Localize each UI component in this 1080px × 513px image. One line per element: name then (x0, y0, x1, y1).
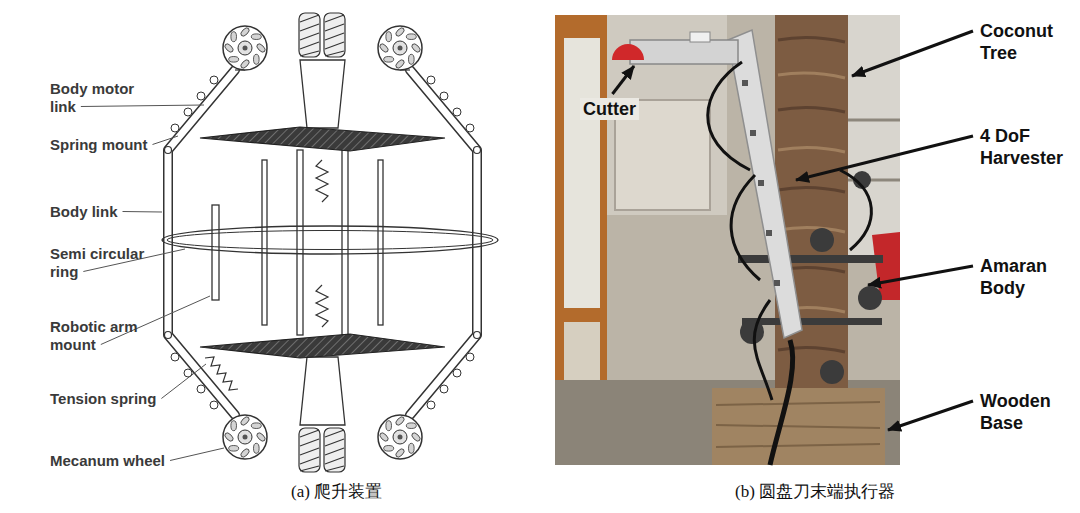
semi-circular-ring (162, 226, 498, 254)
label-slot: Amaran Body (980, 255, 1072, 299)
callout-label: 4 DoF Harvester (980, 125, 1072, 169)
callout-label: Wooden Base (980, 390, 1072, 434)
callout-arrow (852, 31, 973, 76)
label-slot: Semi circular ring (50, 245, 160, 281)
sub-caption: (a) 爬升装置 (291, 481, 382, 503)
callout-arrow (612, 66, 634, 94)
label-slot: Coconut Tree (980, 20, 1072, 64)
part-label: Body motor link (50, 80, 150, 116)
tension-spring (205, 357, 238, 390)
label-slot: 4 DoF Harvester (980, 125, 1072, 169)
label-slot: Spring mount (50, 136, 180, 154)
part-label: Spring mount (50, 136, 180, 154)
sub-caption: (b) 圆盘刀末端执行器 (735, 481, 895, 503)
leader-line (170, 448, 224, 461)
callout-label: Cutter (580, 98, 639, 120)
robotic-arm-mount (212, 205, 219, 300)
callout-label: Amaran Body (980, 255, 1072, 299)
leader-line (153, 136, 179, 145)
label-slot: Body link (50, 203, 180, 221)
label-slot: Tension spring (50, 390, 180, 408)
callout-arrow (888, 401, 973, 430)
label-slot: Body motor link (50, 80, 150, 116)
label-slot: (b) 圆盘刀末端执行器 (735, 481, 895, 503)
robot-photo (555, 15, 900, 465)
label-slot: Mecanum wheel (50, 452, 190, 470)
callout-label: Coconut Tree (980, 20, 1072, 64)
cutter-disc (612, 44, 644, 60)
leader-line (81, 105, 204, 107)
spring-plate (200, 127, 445, 151)
callout-arrow (796, 136, 973, 180)
label-slot: Robotic arm mount (50, 318, 150, 354)
leader-line (123, 211, 162, 213)
part-label: Mecanum wheel (50, 452, 190, 470)
label-slot: Cutter (580, 98, 670, 120)
part-label: Body link (50, 203, 180, 221)
part-label: Tension spring (50, 390, 180, 408)
callout-arrow (868, 266, 973, 285)
part-label: Semi circular ring (50, 245, 160, 281)
part-label: Robotic arm mount (50, 318, 150, 354)
leader-line (161, 364, 206, 399)
label-slot: Wooden Base (980, 390, 1072, 434)
spring-plate (200, 334, 445, 358)
climbing-mechanism (162, 13, 498, 472)
label-slot: (a) 爬升装置 (291, 481, 382, 503)
